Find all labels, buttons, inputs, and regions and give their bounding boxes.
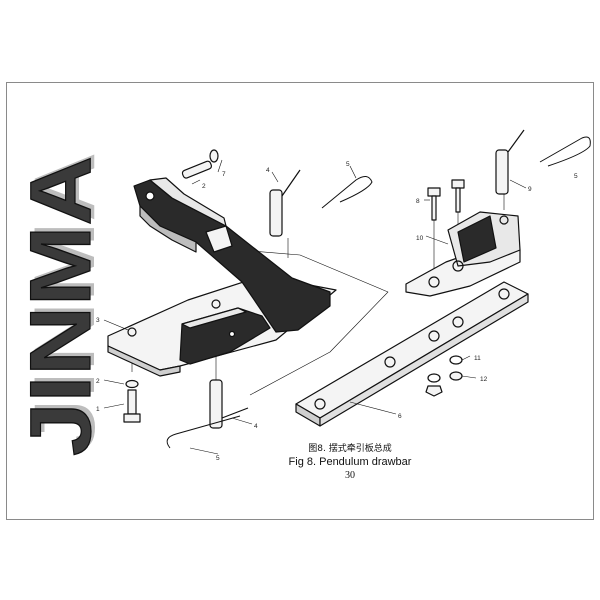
svg-text:JINMA: JINMA [18, 152, 106, 452]
bolt-8-pair [427, 179, 465, 221]
pin-7 [181, 149, 219, 179]
hitch-clevis [405, 211, 521, 297]
jinma-logo: JINMA JINMA [18, 152, 106, 457]
callout-1: 1 [96, 406, 100, 413]
washers-and-nuts [425, 355, 463, 397]
upper-bracket [133, 177, 331, 333]
callout-9: 9 [528, 186, 532, 193]
figure-caption-english: Fig 8. Pendulum drawbar [288, 456, 412, 468]
callout-5-top: 5 [346, 161, 350, 168]
callout-2-top: 2 [202, 183, 206, 190]
lynch-clip-pins [166, 136, 591, 449]
hitch-pin [269, 129, 525, 237]
callout-11: 11 [474, 355, 481, 362]
page-number: 30 [345, 470, 355, 481]
callout-6: 6 [398, 413, 402, 420]
callout-10: 10 [416, 235, 424, 242]
bolt-1 [123, 379, 141, 423]
leader-lines [103, 159, 527, 455]
callout-2-left: 2 [96, 378, 100, 385]
drawbar [295, 281, 529, 427]
jinma-logo-text: JINMA [18, 156, 106, 456]
callout-8: 8 [416, 198, 420, 205]
callout-5-bottom: 5 [216, 455, 220, 462]
callout-4-top: 4 [266, 167, 270, 174]
callout-12: 12 [480, 376, 488, 383]
callout-4-bottom: 4 [254, 423, 258, 430]
callout-5-right: 5 [574, 173, 578, 180]
drawbar-pin [209, 379, 249, 429]
figure-caption-chinese: 图8. 摆式牵引板总成 [308, 444, 392, 454]
lower-bracket [179, 307, 271, 365]
callout-7: 7 [222, 171, 226, 178]
callout-3: 3 [96, 317, 100, 324]
callout-labels: 2 1 3 2 7 4 5 8 10 9 5 11 12 6 4 5 [96, 161, 578, 462]
